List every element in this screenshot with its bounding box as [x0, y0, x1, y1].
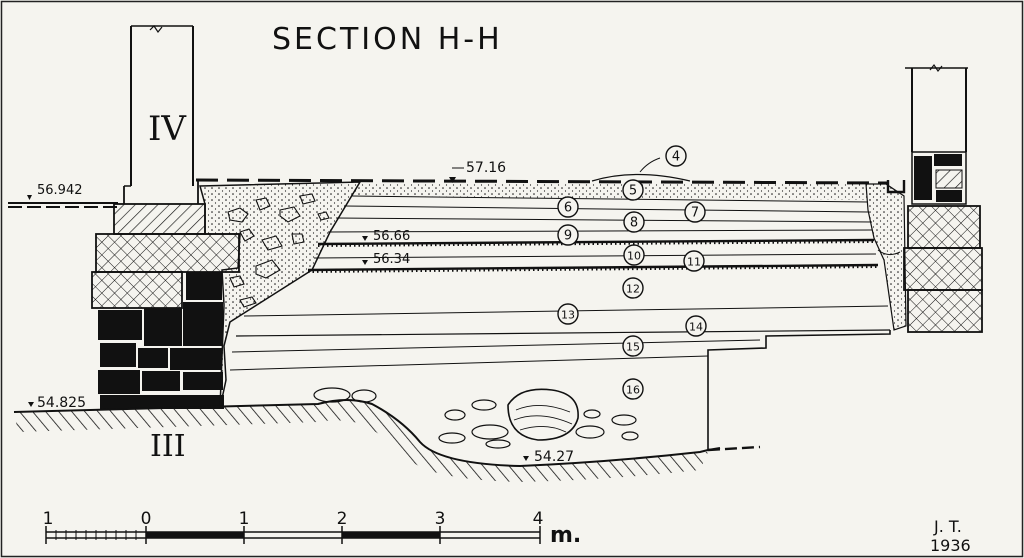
signature-initials: J. T.	[933, 517, 962, 536]
phase-label-lower: III	[150, 429, 186, 464]
layer-number: 10	[627, 250, 641, 263]
layer-marker-circle	[557, 224, 579, 246]
pit-stones	[313, 387, 639, 449]
layer-number: 15	[626, 341, 640, 354]
elevation-top-surface: 57.16	[466, 160, 506, 176]
layer-marker: 4	[665, 145, 687, 167]
level-marker-left	[27, 195, 32, 200]
layer-marker: 15	[622, 335, 644, 357]
layer-number: 14	[689, 321, 703, 334]
layer-marker-circle	[685, 315, 707, 337]
scale-bar	[45, 526, 541, 544]
layer-marker-circle	[622, 335, 644, 357]
right-fill	[865, 183, 907, 331]
layer-number: 5	[629, 184, 637, 199]
layer-number: 4	[672, 150, 680, 165]
elevation-layer-a: 56.66	[373, 229, 410, 244]
layer-marker: 6	[557, 196, 579, 218]
layer-marker: 9	[557, 224, 579, 246]
scale-tick-label: 1	[239, 509, 250, 529]
layer-marker: 16	[622, 378, 644, 400]
scale-tick-label: 1	[43, 509, 54, 529]
layer-marker: 8	[623, 211, 645, 233]
layer-marker-circle	[557, 303, 579, 325]
layer-marker: 14	[685, 315, 707, 337]
phase-label-upper: IV	[148, 109, 187, 149]
layer-number: 12	[626, 283, 640, 296]
layer-marker: 10	[623, 244, 645, 266]
ground-hatch	[14, 400, 708, 482]
crosshatch-block-upper	[95, 233, 240, 273]
layer-marker-circle	[623, 244, 645, 266]
layer-marker-circle	[622, 378, 644, 400]
scale-tick-labels: 1 0 1 2 3 4	[43, 509, 544, 529]
layer-marker: 12	[622, 277, 644, 299]
elevation-layer-b: 56.34	[373, 252, 410, 267]
scale-tick-label: 3	[435, 509, 446, 529]
layer-number: 16	[626, 384, 640, 397]
layer-marker-circle	[665, 145, 687, 167]
layer-number: 11	[687, 256, 701, 269]
layer-marker: 11	[683, 250, 705, 272]
hatched-course	[113, 203, 206, 235]
layer-number: 8	[630, 216, 638, 231]
wall-phase-iv	[123, 25, 199, 204]
layer-number: 13	[561, 309, 575, 322]
scale-tick-label: 2	[337, 509, 348, 529]
scale-unit: m.	[550, 523, 581, 548]
layer-marker-circle	[623, 211, 645, 233]
layer-number: 7	[691, 206, 699, 221]
scale-tick-label: 4	[533, 509, 544, 529]
top-surface-line	[195, 178, 889, 185]
crosshatch-block-lower	[91, 271, 183, 309]
strata-lines	[229, 205, 891, 371]
layer-marker-circle	[622, 179, 644, 201]
layer-marker-circle	[683, 250, 705, 272]
layer-marker: 5	[622, 179, 644, 201]
black-masonry-wall	[98, 272, 224, 409]
layer-number: 6	[564, 201, 572, 216]
signature-year: 1936	[930, 536, 971, 555]
layer-number: 9	[564, 229, 572, 244]
elevation-pit-bottom: 54.27	[534, 449, 574, 465]
layer-marker: 13	[557, 303, 579, 325]
layer-markers: 4 5 6 7 8 9 10 11 12 13 14 15 16	[557, 145, 707, 400]
elevation-base-left: 54.825	[37, 395, 86, 411]
right-wall	[886, 63, 983, 333]
layer-marker-circle	[622, 277, 644, 299]
layer-marker-circle	[557, 196, 579, 218]
rubble-stones	[227, 193, 330, 308]
scale-tick-label: 0	[141, 509, 152, 529]
layer-marker: 7	[684, 201, 706, 223]
elevation-left: 56.942	[37, 183, 83, 198]
drawing-title: SECTION H-H	[272, 22, 503, 57]
layer-marker-circle	[684, 201, 706, 223]
